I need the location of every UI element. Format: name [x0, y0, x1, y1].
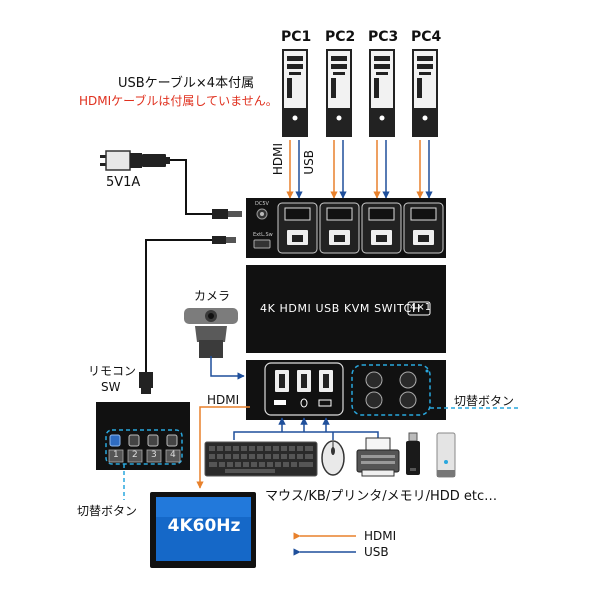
mouse-icon	[321, 440, 345, 476]
peripheral-usb-lines	[233, 417, 379, 440]
remote-button-4-label: 4	[170, 450, 176, 460]
kvm-badge: 4×1	[410, 302, 432, 313]
kvm-top-panel	[246, 265, 446, 353]
camera-label: カメラ	[194, 289, 231, 303]
remote-label-line2: SW	[101, 380, 121, 394]
remote-cable	[145, 239, 212, 372]
external-hdd-icon	[436, 432, 456, 478]
monitor-icon	[150, 492, 256, 568]
hdmi-not-included-note: HDMIケーブルは付属していません。	[79, 94, 278, 108]
remote-button-2-label: 2	[132, 450, 138, 460]
pc4-tower-icon	[412, 49, 438, 137]
dc-port-label: DC5V	[255, 201, 269, 207]
usb-memory-icon	[406, 432, 420, 475]
camera-usb-line	[210, 356, 245, 380]
pc4-label: PC4	[411, 29, 442, 45]
legend-hdmi-label: HDMI	[364, 529, 397, 543]
kvm-rear-panel	[246, 198, 446, 258]
usb-cable-note: USBケーブル×4本付属	[118, 76, 255, 91]
pc3-tower-icon	[369, 49, 395, 137]
front-switch-label: 切替ボタン	[454, 394, 515, 408]
dc-connector-icon	[212, 209, 242, 219]
kvm-front-panel	[246, 360, 446, 420]
monitor-text: 4K60Hz	[167, 516, 241, 536]
remote-switch-device	[96, 402, 190, 470]
legend-usb-label: USB	[364, 545, 389, 559]
pc3-label: PC3	[368, 29, 399, 45]
hdmi-port-label: HDMI	[271, 143, 285, 176]
remote-port-label: ExtL.Sw	[253, 232, 273, 238]
remote-button-1-label: 1	[113, 450, 119, 460]
pc2-label: PC2	[325, 29, 356, 45]
power-cable	[170, 159, 212, 215]
hdmi-output-line	[196, 406, 250, 489]
remote-switch-label: 切替ボタン	[77, 504, 138, 518]
kvm-badge-frame	[407, 301, 431, 316]
printer-icon	[356, 437, 400, 477]
remote-cable-connector-icon	[139, 236, 236, 394]
usb-port-label: USB	[302, 150, 316, 175]
remote-button-3-label: 3	[151, 450, 157, 460]
peripherals-label: マウス/KB/プリンタ/メモリ/HDD etc…	[265, 489, 498, 504]
pc2-tower-icon	[326, 49, 352, 137]
camera-icon	[184, 308, 238, 358]
front-switch-highlight	[351, 364, 431, 416]
power-label: 5V1A	[106, 175, 141, 190]
kvm-title: 4K HDMI USB KVM SWITCH	[260, 302, 421, 315]
power-plug-icon	[100, 150, 170, 171]
pc1-tower-icon	[282, 49, 308, 137]
pc1-label: PC1	[281, 29, 312, 45]
front-hdmi-label: HDMI	[207, 393, 240, 407]
pc-to-kvm-lines	[286, 140, 433, 199]
keyboard-icon	[204, 441, 318, 477]
remote-label-line1: リモコン	[88, 364, 137, 378]
